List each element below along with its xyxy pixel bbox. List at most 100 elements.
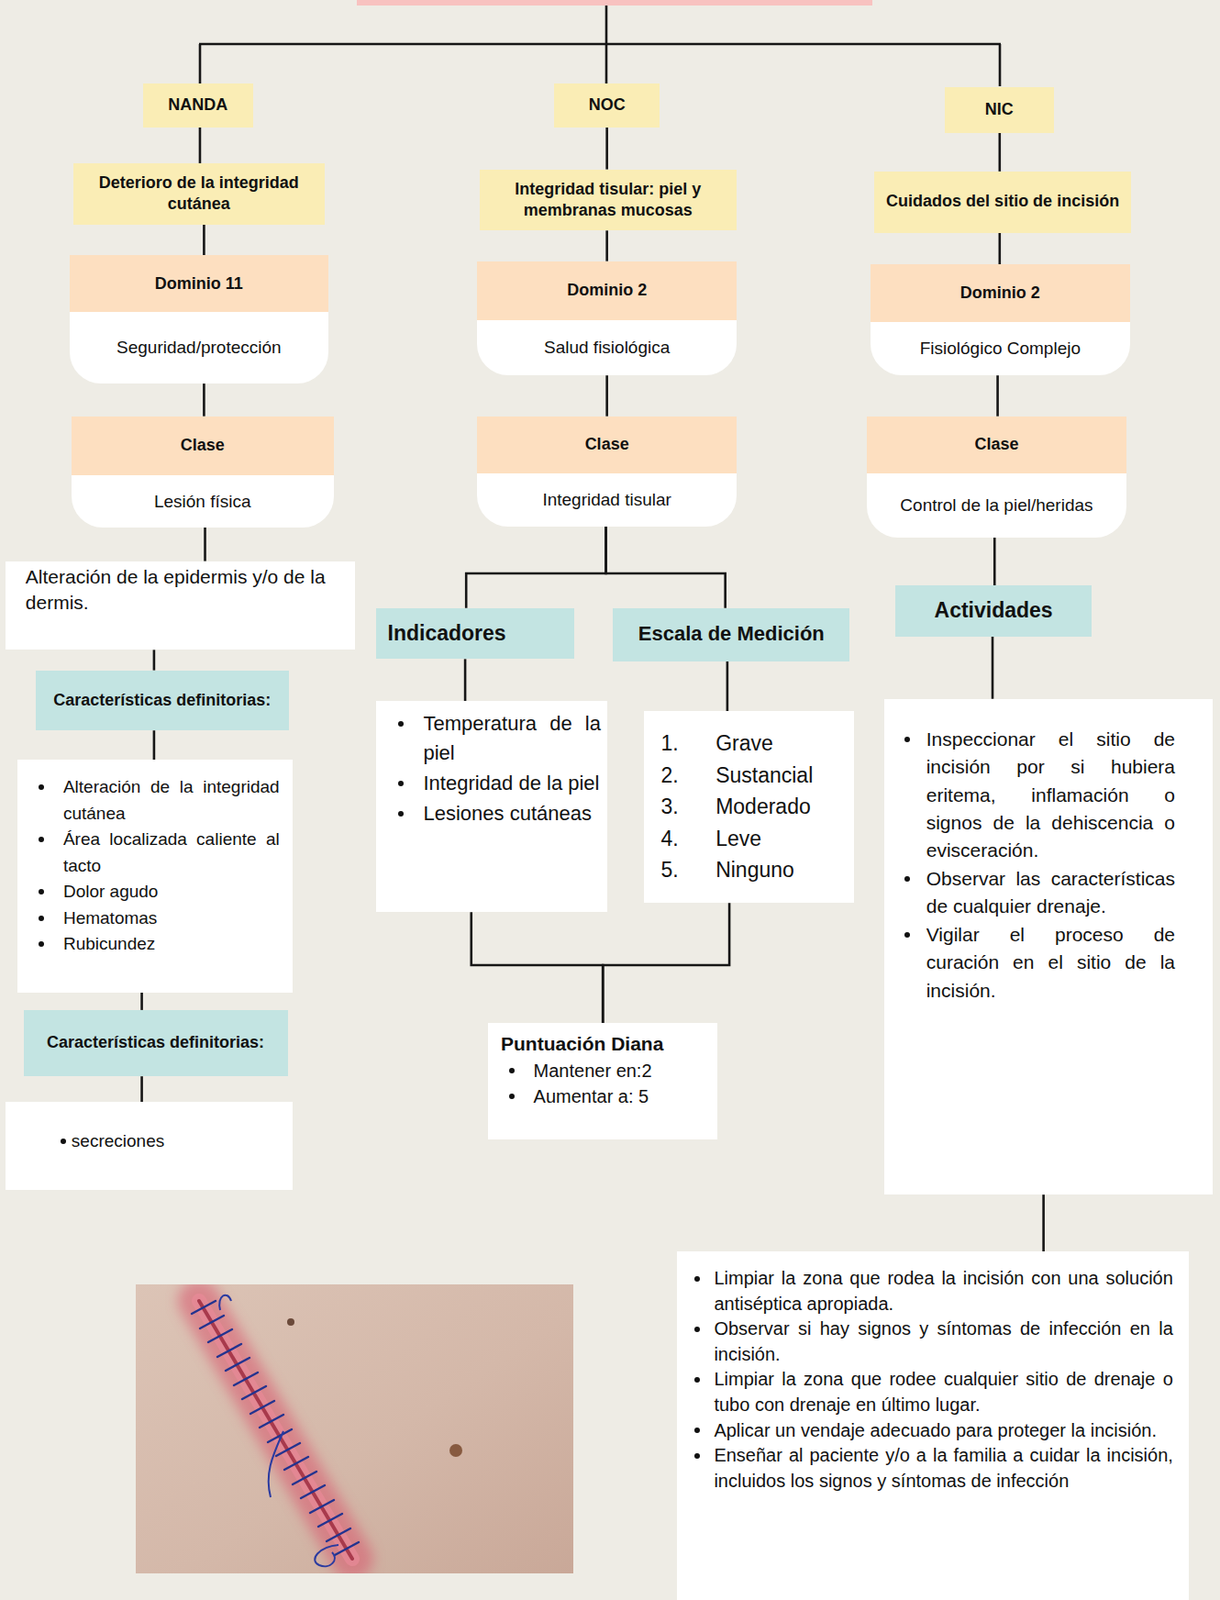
band-body: Salud fisiológica	[476, 320, 736, 376]
bullet-dot	[38, 784, 45, 790]
band-body: Lesión física	[71, 475, 334, 528]
list-item: secreciones	[5, 1129, 294, 1154]
title-band	[356, 0, 873, 6]
list-item: Limpiar la zona que rodea la incisión co…	[676, 1265, 1188, 1317]
connector-line	[1042, 1194, 1045, 1252]
list-item: Mantener en:2	[488, 1057, 718, 1084]
bullet-dot	[38, 888, 45, 895]
section-header: Escala de Medición	[612, 608, 850, 662]
definition-text: Alteración de la epidermis y/o de la der…	[25, 564, 345, 617]
band-body: Fisiológico Complejo	[870, 321, 1132, 376]
scale-list: 1. Grave2. Sustancial3. Moderado4. Leve5…	[643, 710, 854, 903]
nic-label: NIC	[944, 87, 1054, 134]
bullet-dot	[38, 941, 45, 947]
box-label: Escala de Medición	[638, 621, 825, 648]
bullet-dot	[694, 1452, 700, 1459]
activity-list: Inspeccionar el sitio de incisión por si…	[884, 698, 1213, 1195]
scale-item: 2. Sustancial	[661, 759, 849, 792]
mole	[287, 1318, 295, 1326]
characteristics-list: secreciones	[5, 1101, 294, 1190]
band-heading: Clase	[71, 416, 334, 476]
list-text: Aplicar un vendaje adecuado para protege…	[713, 1418, 1173, 1444]
band-body: Integridad tisular	[476, 473, 736, 527]
band-heading: Dominio 2	[476, 261, 736, 321]
list-text: Observar si hay signos y síntomas de inf…	[713, 1316, 1173, 1367]
characteristics-list: Alteración de la integridad cutáneaÁrea …	[17, 759, 293, 993]
list-text: Limpiar la zona que rodea la incisión co…	[713, 1265, 1173, 1317]
connector-line	[202, 224, 206, 256]
list-text: Área localizada caliente al tacto	[63, 826, 280, 879]
tree-line	[199, 44, 202, 84]
list-text: Mantener en:2	[533, 1057, 710, 1084]
list-item: Observar las características de cualquie…	[884, 865, 1213, 921]
section-header: Actividades	[895, 585, 1092, 637]
list-item: Enseñar al paciente y/o a la familia a c…	[676, 1442, 1188, 1494]
tree-line	[605, 44, 609, 84]
section-header: Indicadores	[376, 608, 575, 660]
list-item: Inspeccionar el sitio de incisión por si…	[884, 725, 1213, 866]
tree-line	[605, 5, 609, 45]
list-text: Enseñar al paciente y/o a la familia a c…	[713, 1442, 1173, 1494]
bullet-dot	[509, 1093, 515, 1099]
band-heading: Clase	[866, 416, 1126, 474]
connector-line	[202, 383, 206, 417]
band-heading: Clase	[476, 416, 736, 474]
list-text: Observar las características de cualquie…	[926, 865, 1176, 921]
band-heading: Dominio 2	[870, 264, 1132, 322]
domain-box: Dominio 2Fisiológico Complejo	[870, 264, 1132, 376]
list-text: Integridad de la piel	[422, 768, 601, 799]
activity-list: Limpiar la zona que rodea la incisión co…	[676, 1251, 1188, 1599]
bullet-dot	[904, 736, 910, 743]
list-item: Aplicar un vendaje adecuado para protege…	[676, 1418, 1188, 1444]
bullet-dot	[38, 915, 45, 921]
list-text: Aumentar a: 5	[533, 1083, 710, 1110]
connector-line	[602, 902, 730, 1023]
inflammation	[199, 1300, 353, 1559]
definition-box: Alteración de la epidermis y/o de la der…	[5, 561, 355, 651]
band-body: Control de la piel/heridas	[866, 473, 1126, 538]
tree-line	[998, 44, 1002, 87]
connector-line	[606, 526, 726, 609]
list-text: Vigilar el proceso de curación en el sit…	[926, 920, 1176, 1005]
box-label: Actividades	[934, 597, 1054, 625]
indicator-list: Temperatura de la pielIntegridad de la p…	[376, 700, 607, 912]
tree-line	[199, 43, 1001, 46]
list-text: Hematomas	[63, 905, 280, 932]
box-label: Características definitorias:	[46, 1031, 265, 1054]
box-label: Características definitorias:	[53, 689, 271, 711]
nanda-label: NANDA	[143, 83, 254, 128]
list-text: Dolor agudo	[63, 878, 280, 906]
class-box: ClaseLesión física	[71, 416, 334, 528]
bullet-dot	[694, 1326, 700, 1332]
connector-line	[140, 992, 144, 1010]
box-label: NANDA	[167, 94, 228, 116]
section-header: Características definitorias:	[23, 1009, 289, 1076]
list-item: Dolor agudo	[17, 878, 293, 906]
connector-line	[993, 537, 997, 586]
bullet-dot	[398, 720, 404, 727]
bullet-dot	[38, 836, 45, 843]
class-box: ClaseControl de la piel/heridas	[866, 416, 1126, 538]
incision-edge	[199, 1300, 353, 1559]
box-label: Integridad tisular: piel y membranas muc…	[487, 178, 730, 222]
target-heading: Puntuación Diana	[488, 1031, 718, 1057]
box-label: NIC	[985, 99, 1014, 121]
list-item: Área localizada caliente al tacto	[17, 826, 293, 879]
suture-photo	[135, 1284, 574, 1574]
list-item: Vigilar el proceso de curación en el sit…	[884, 920, 1213, 1005]
noc-label: NOC	[554, 83, 661, 128]
bullet-dot	[398, 810, 404, 817]
box-label: Deterioro de la integridad cutánea	[80, 172, 318, 216]
connector-line	[465, 526, 606, 609]
box-label: Indicadores	[388, 620, 507, 648]
bullet-dot	[904, 876, 910, 882]
stitches	[191, 1300, 359, 1555]
list-item: Alteración de la integridad cutánea	[17, 774, 293, 827]
band-body: Seguridad/protección	[69, 311, 329, 384]
connector-line	[998, 232, 1001, 265]
target-score-box: Puntuación DianaMantener en:2Aumentar a:…	[488, 1022, 718, 1140]
class-box: ClaseIntegridad tisular	[476, 416, 736, 527]
tree-lines	[199, 5, 1001, 87]
bullet-dot	[694, 1376, 700, 1383]
